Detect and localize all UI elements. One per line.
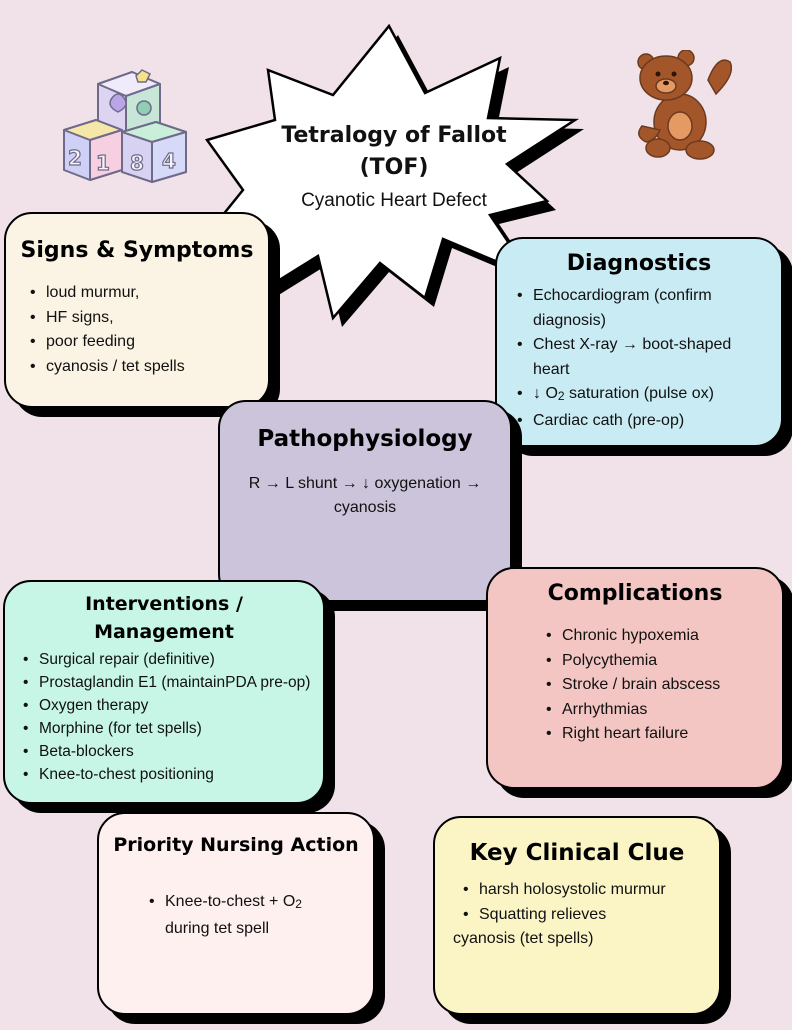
list-item: Stroke / brain abscess	[546, 673, 782, 698]
o2-text: ↓ O	[533, 385, 558, 402]
interventions-heading: Interventions / Management	[5, 590, 323, 646]
complications-list: Chronic hypoxemia Polycythemia Stroke / …	[546, 624, 782, 747]
list-item: Echocardiogram (confirm diagnosis)	[517, 284, 771, 333]
complications-card: Complications Chronic hypoxemia Polycyth…	[486, 567, 784, 789]
saturation-text: saturation (pulse ox)	[564, 385, 714, 402]
list-item: Chest X-ray → boot-shaped heart	[517, 333, 771, 382]
toy-blocks-icon: 2 1 8 4	[63, 69, 187, 183]
list-item: Polycythemia	[546, 649, 782, 674]
page-title: Tetralogy of Fallot	[281, 123, 507, 148]
o2-subscript: 2	[295, 897, 302, 911]
list-item: Right heart failure	[546, 722, 782, 747]
list-item: Oxygen therapy	[23, 694, 317, 717]
interventions-heading-line2: Management	[94, 621, 234, 643]
signs-list: loud murmur, HF signs, poor feeding cyan…	[30, 281, 268, 379]
list-item: ↓ O2 saturation (pulse ox)	[517, 382, 771, 409]
list-item: Prostaglandin E1 (maintainPDA pre-op)	[23, 671, 317, 694]
list-item: Arrhythmias	[546, 698, 782, 723]
page-subtitle: Cyanotic Heart Defect	[301, 190, 487, 211]
list-item: Squatting relieves	[463, 903, 719, 928]
block-glyph-2: 2	[68, 146, 82, 170]
list-item: Morphine (for tet spells)	[23, 717, 317, 740]
list-item: Chronic hypoxemia	[546, 624, 782, 649]
list-item: poor feeding	[30, 330, 268, 355]
interventions-list: Surgical repair (definitive) Prostagland…	[23, 648, 317, 786]
pathophysiology-heading: Pathophysiology	[257, 426, 473, 452]
list-item: loud murmur,	[30, 281, 268, 306]
page-title-abbrev: (TOF)	[359, 155, 429, 180]
list-item: cyanosis / tet spells	[30, 355, 268, 380]
list-item: Beta-blockers	[23, 740, 317, 763]
interventions-heading-line1: Interventions /	[85, 593, 243, 615]
block-glyph-1: 1	[96, 151, 110, 175]
title-block: Tetralogy of Fallot (TOF) Cyanotic Heart…	[244, 120, 544, 216]
signs-heading: Signs & Symptoms	[20, 238, 254, 263]
block-glyph-4: 4	[162, 149, 176, 173]
list-item: Knee-to-chest positioning	[23, 763, 317, 786]
block-glyph-8: 8	[130, 151, 144, 175]
list-item: Knee-to-chest + O2 during tet spell	[149, 890, 373, 941]
priority-heading: Priority Nursing Action	[113, 834, 359, 856]
key-clue-list: harsh holosystolic murmur Squatting reli…	[463, 878, 719, 927]
key-clue-heading: Key Clinical Clue	[469, 840, 685, 866]
priority-text: Knee-to-chest + O	[165, 893, 296, 910]
o2-subscript: 2	[557, 389, 565, 403]
diagnostics-list: Echocardiogram (confirm diagnosis) Chest…	[517, 284, 771, 433]
diagnostics-heading: Diagnostics	[566, 251, 712, 276]
interventions-card: Interventions / Management Surgical repa…	[3, 580, 325, 804]
list-item: Cardiac cath (pre-op)	[517, 409, 771, 434]
teddy-bear-icon	[637, 50, 732, 160]
block-glyphs: 2 1 8 4	[67, 145, 176, 175]
priority-nursing-card: Priority Nursing Action Knee-to-chest + …	[97, 812, 375, 1015]
pathophysiology-card: Pathophysiology R → L shunt → ↓ oxygenat…	[218, 400, 512, 602]
list-item: HF signs,	[30, 306, 268, 331]
list-item: Surgical repair (definitive)	[23, 648, 317, 671]
pathophysiology-text: R → L shunt → ↓ oxygenation → cyanosis	[248, 475, 482, 516]
diagnostics-card: Diagnostics Echocardiogram (confirm diag…	[495, 237, 783, 447]
priority-list: Knee-to-chest + O2 during tet spell	[149, 890, 373, 941]
complications-heading: Complications	[547, 581, 723, 606]
priority-text-cont: during tet spell	[165, 919, 270, 937]
list-item: harsh holosystolic murmur	[463, 878, 719, 903]
key-clinical-clue-card: Key Clinical Clue harsh holosystolic mur…	[433, 816, 721, 1015]
key-clue-continuation: cyanosis (tet spells)	[453, 930, 594, 947]
signs-symptoms-card: Signs & Symptoms loud murmur, HF signs, …	[4, 212, 270, 408]
